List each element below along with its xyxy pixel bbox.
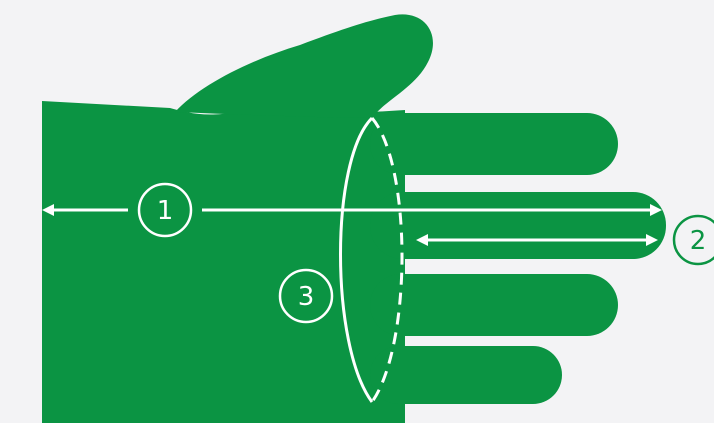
glove-finger-ring [370, 274, 618, 336]
palm-circumference-number: 3 [298, 282, 315, 312]
glove-palm [42, 101, 405, 423]
glove-finger-little [370, 346, 562, 404]
hand-length-number: 1 [157, 196, 174, 226]
glove-thumb [175, 14, 433, 118]
finger-gap-2 [412, 260, 672, 273]
glove-finger-index [370, 113, 618, 175]
finger-gap-3 [412, 337, 622, 346]
finger-gap-1 [412, 176, 672, 190]
glove-finger-middle [370, 192, 666, 259]
glove-shape [42, 14, 672, 423]
finger-length-number: 2 [690, 226, 707, 256]
